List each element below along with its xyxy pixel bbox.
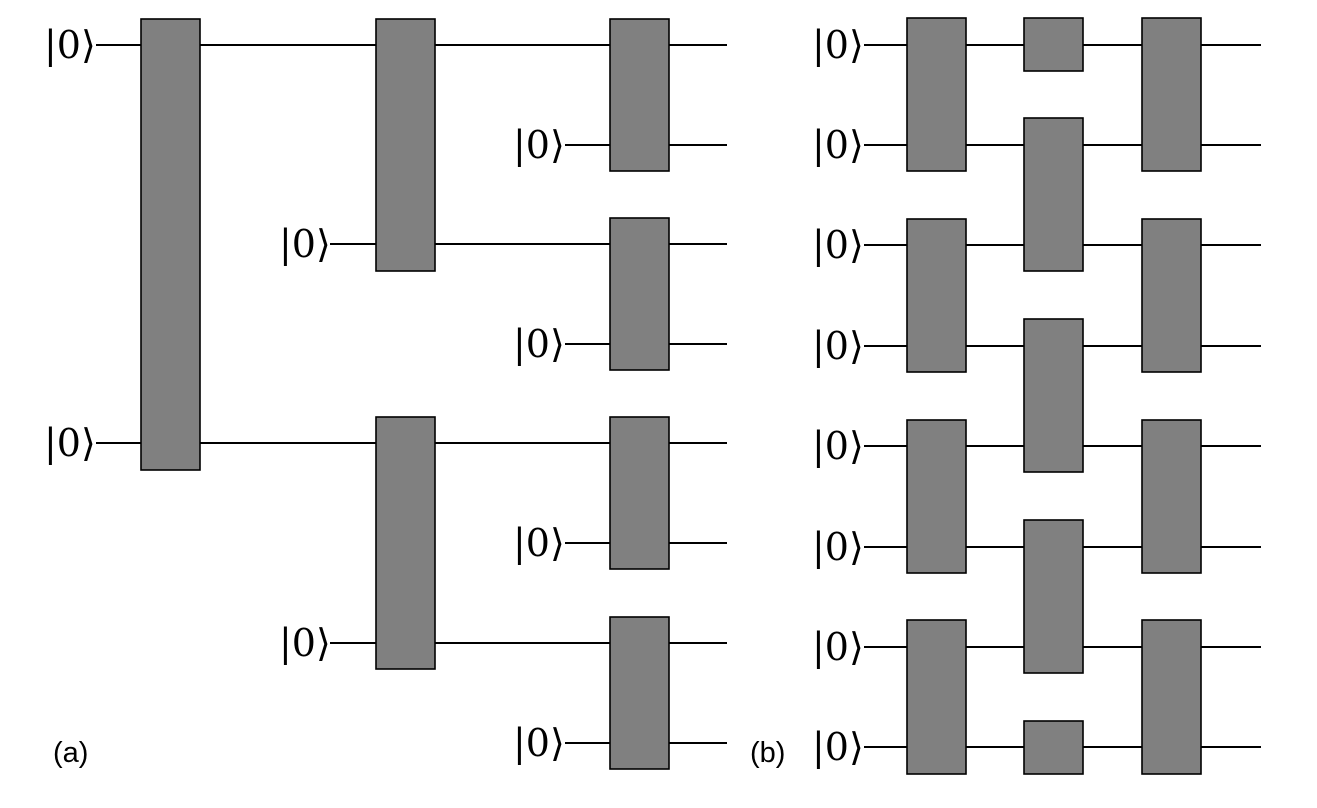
panel-a-label: (a) — [53, 737, 88, 769]
panel-a-gates — [140, 18, 670, 770]
gate-b-layer1-4 — [906, 619, 967, 775]
gate-a-leaf-4 — [609, 616, 670, 770]
gate-b-layer2-top-edge — [1023, 17, 1084, 72]
gate-a-level2-top — [375, 18, 436, 272]
gate-b-layer1-2 — [906, 218, 967, 373]
ket-label: |0⟩ — [812, 625, 864, 669]
panel-b: |0⟩ |0⟩ |0⟩ |0⟩ |0⟩ |0⟩ |0⟩ |0⟩ (b) — [750, 17, 1261, 775]
ket-label: |0⟩ — [513, 721, 565, 765]
panel-b-inputs: |0⟩ |0⟩ |0⟩ |0⟩ |0⟩ |0⟩ |0⟩ |0⟩ — [812, 23, 864, 769]
ket-label: |0⟩ — [44, 23, 96, 67]
gate-a-root — [140, 18, 201, 471]
ket-label: |0⟩ — [812, 223, 864, 267]
gate-a-level2-bottom — [375, 416, 436, 670]
ket-label: |0⟩ — [279, 621, 331, 665]
ket-label: |0⟩ — [812, 23, 864, 67]
ket-label: |0⟩ — [279, 222, 331, 266]
gate-b-layer3-4 — [1141, 619, 1202, 775]
panel-b-label: (b) — [750, 737, 785, 769]
ket-label: |0⟩ — [513, 322, 565, 366]
gate-b-layer3-1 — [1141, 17, 1202, 172]
gate-b-layer2-2 — [1023, 318, 1084, 473]
ket-label: |0⟩ — [812, 725, 864, 769]
gate-a-leaf-1 — [609, 18, 670, 172]
gate-b-layer2-1 — [1023, 117, 1084, 272]
gate-b-layer3-3 — [1141, 419, 1202, 574]
panel-a-inputs: |0⟩ |0⟩ |0⟩ |0⟩ |0⟩ |0⟩ |0⟩ |0⟩ — [44, 23, 565, 765]
ket-label: |0⟩ — [812, 424, 864, 468]
panel-a: |0⟩ |0⟩ |0⟩ |0⟩ |0⟩ |0⟩ |0⟩ |0⟩ (a) — [44, 18, 727, 770]
gate-b-layer2-3 — [1023, 519, 1084, 674]
ket-label: |0⟩ — [44, 421, 96, 465]
ket-label: |0⟩ — [513, 521, 565, 565]
gate-b-layer1-1 — [906, 17, 967, 172]
ket-label: |0⟩ — [812, 123, 864, 167]
ket-label: |0⟩ — [812, 525, 864, 569]
gate-b-layer3-2 — [1141, 218, 1202, 373]
panel-b-gates — [906, 17, 1202, 775]
ket-label: |0⟩ — [513, 123, 565, 167]
gate-a-leaf-2 — [609, 217, 670, 371]
ket-label: |0⟩ — [812, 324, 864, 368]
gate-b-layer2-bottom-edge — [1023, 720, 1084, 775]
gate-a-leaf-3 — [609, 416, 670, 570]
gate-b-layer1-3 — [906, 419, 967, 574]
